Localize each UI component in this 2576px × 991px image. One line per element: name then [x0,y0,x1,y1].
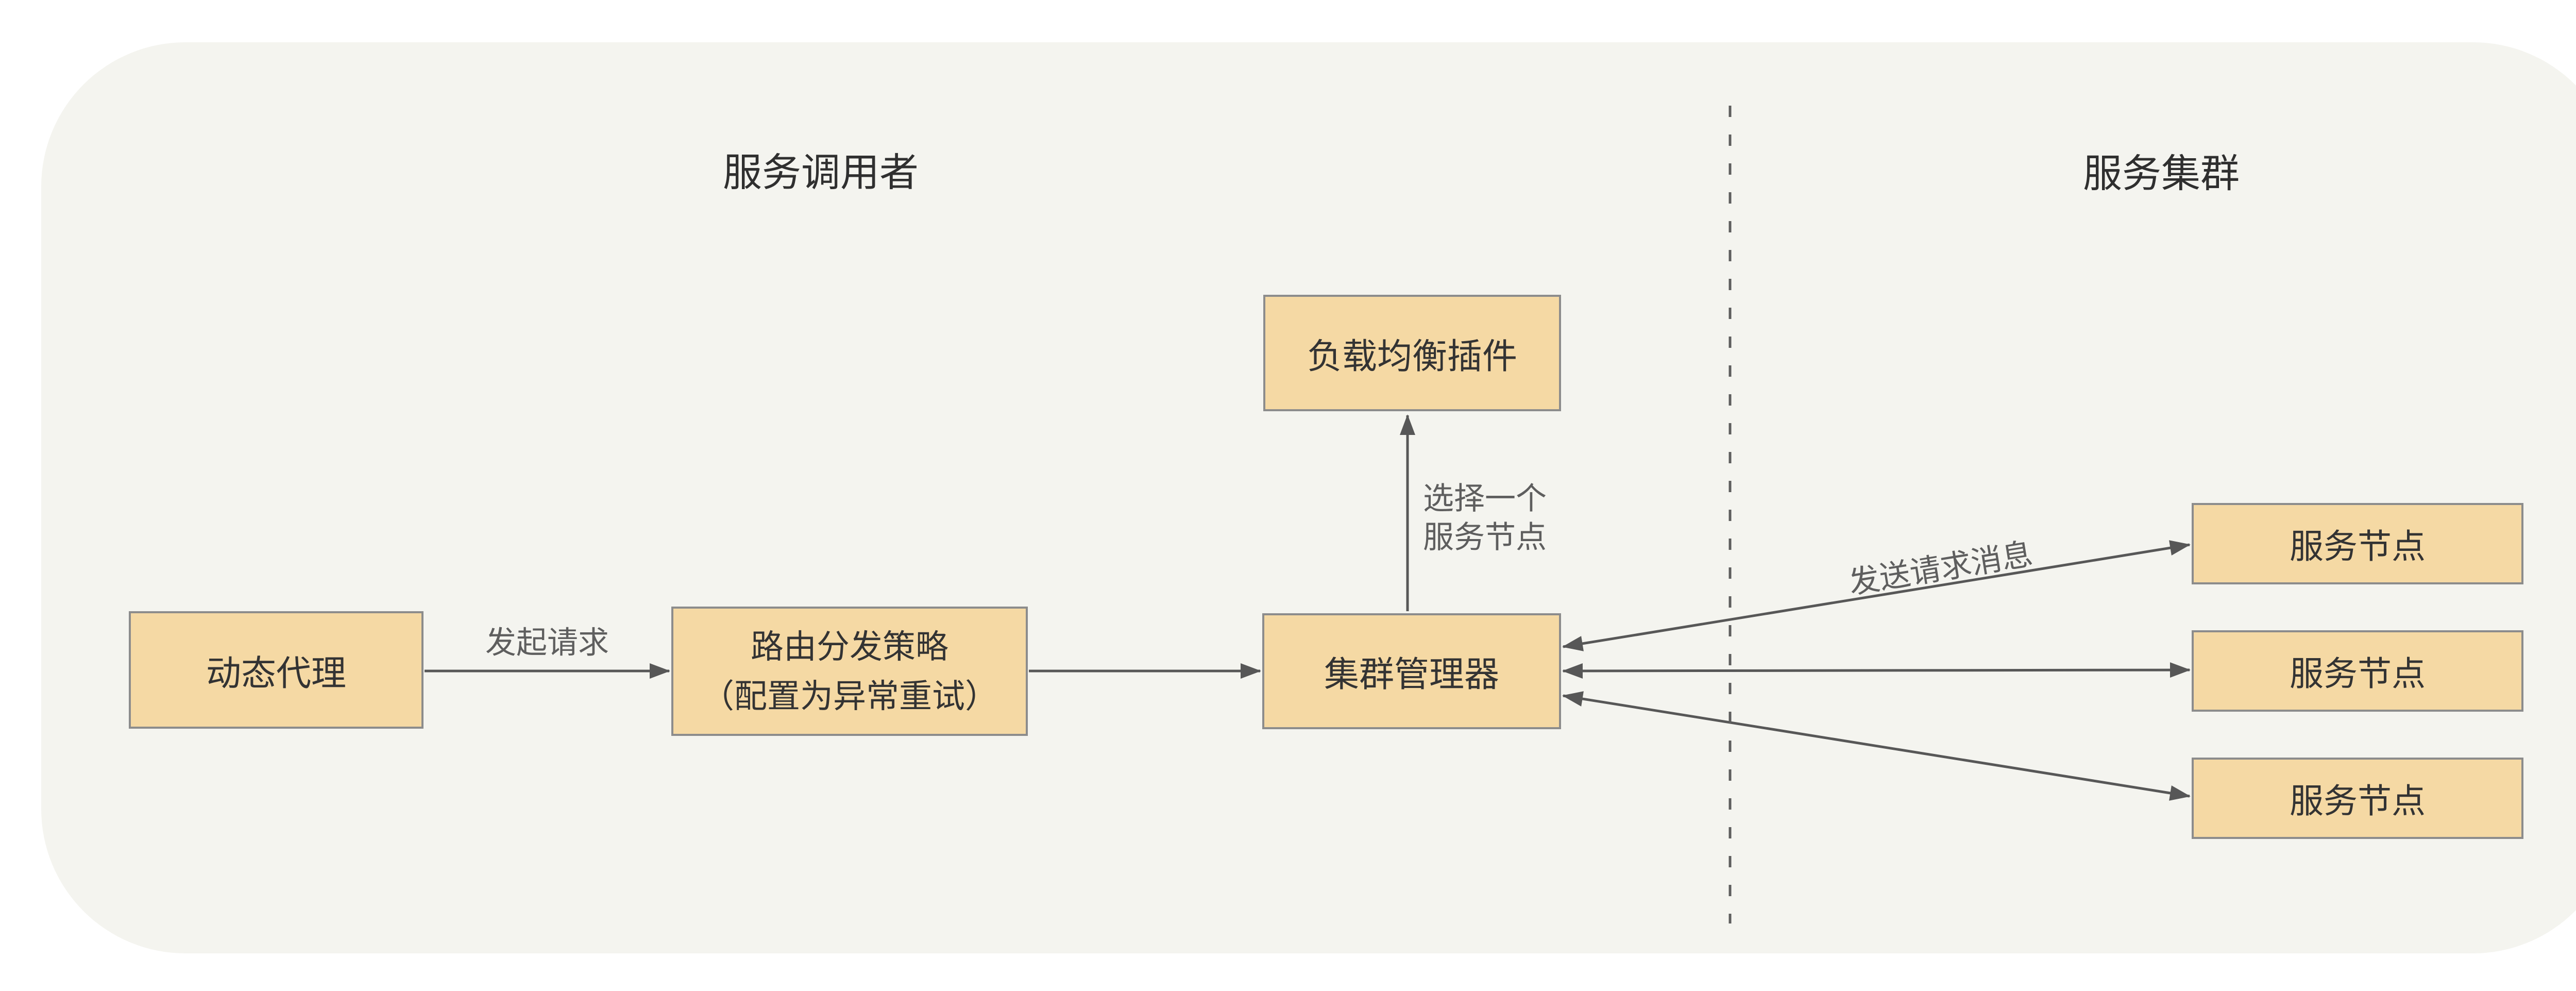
diagram-panel [41,42,2576,953]
arrow-cluster-manager-service-node-2 [1562,662,2191,679]
section-title-service-caller: 服务调用者 [723,151,919,195]
edge-label-initiate-request: 发起请求 [485,625,609,660]
arrow-cluster-manager-service-node-1 [1562,540,2191,651]
box-dynamic-proxy: 动态代理 [129,611,423,729]
box-load-balancer-plugin: 负载均衡插件 [1263,295,1561,411]
edge-label-select-one-node-line1: 选择一个 [1423,481,1547,516]
box-dynamic-proxy-label: 动态代理 [206,653,346,693]
box-service-node-3: 服务节点 [2192,758,2523,839]
box-service-node-3-label: 服务节点 [2290,782,2426,820]
box-service-node-2-label: 服务节点 [2290,654,2426,693]
section-title-service-cluster: 服务集群 [2083,152,2240,196]
box-cluster-manager-label: 集群管理器 [1324,655,1499,694]
box-routing-strategy: 路由分发策略 （配置为异常重试） [671,607,1028,736]
box-cluster-manager: 集群管理器 [1262,613,1561,729]
box-load-balancer-plugin-label: 负载均衡插件 [1307,337,1517,376]
box-service-node-1: 服务节点 [2192,503,2523,584]
box-routing-strategy-line2: （配置为异常重试） [701,677,998,715]
box-routing-strategy-line1: 路由分发策略 [751,628,948,665]
box-service-node-2: 服务节点 [2192,630,2523,712]
box-service-node-1-label: 服务节点 [2290,527,2426,565]
edge-label-select-one-node-line2: 服务节点 [1423,520,1547,555]
edge-label-select-one-node: 选择一个 服务节点 [1423,479,1547,557]
arrow-cluster-manager-service-node-3 [1562,691,2191,801]
